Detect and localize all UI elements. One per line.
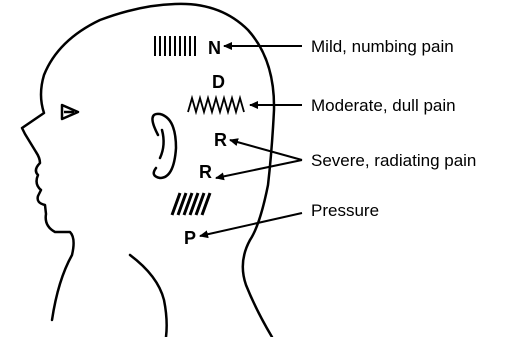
arrow-pressure <box>200 213 302 236</box>
head-profile-path <box>22 4 274 337</box>
marker-n: N <box>208 38 221 58</box>
numbing-hatch <box>155 36 195 56</box>
marker-r-upper: R <box>214 130 227 150</box>
label-mild: Mild, numbing pain <box>311 37 454 56</box>
eye <box>62 105 78 119</box>
head-outline <box>22 4 274 337</box>
label-severe: Severe, radiating pain <box>311 151 476 170</box>
marker-p: P <box>184 228 196 248</box>
neck-front-path <box>130 255 167 337</box>
dull-zigzag <box>188 98 244 112</box>
arrow-severe-upper <box>230 140 302 160</box>
arrow-severe-lower <box>216 160 302 178</box>
pressure-hatch <box>172 193 210 215</box>
marker-r-lower: R <box>199 162 212 182</box>
marker-d: D <box>212 72 225 92</box>
label-pressure: Pressure <box>311 201 379 220</box>
label-moderate: Moderate, dull pain <box>311 96 456 115</box>
ear <box>152 114 176 178</box>
